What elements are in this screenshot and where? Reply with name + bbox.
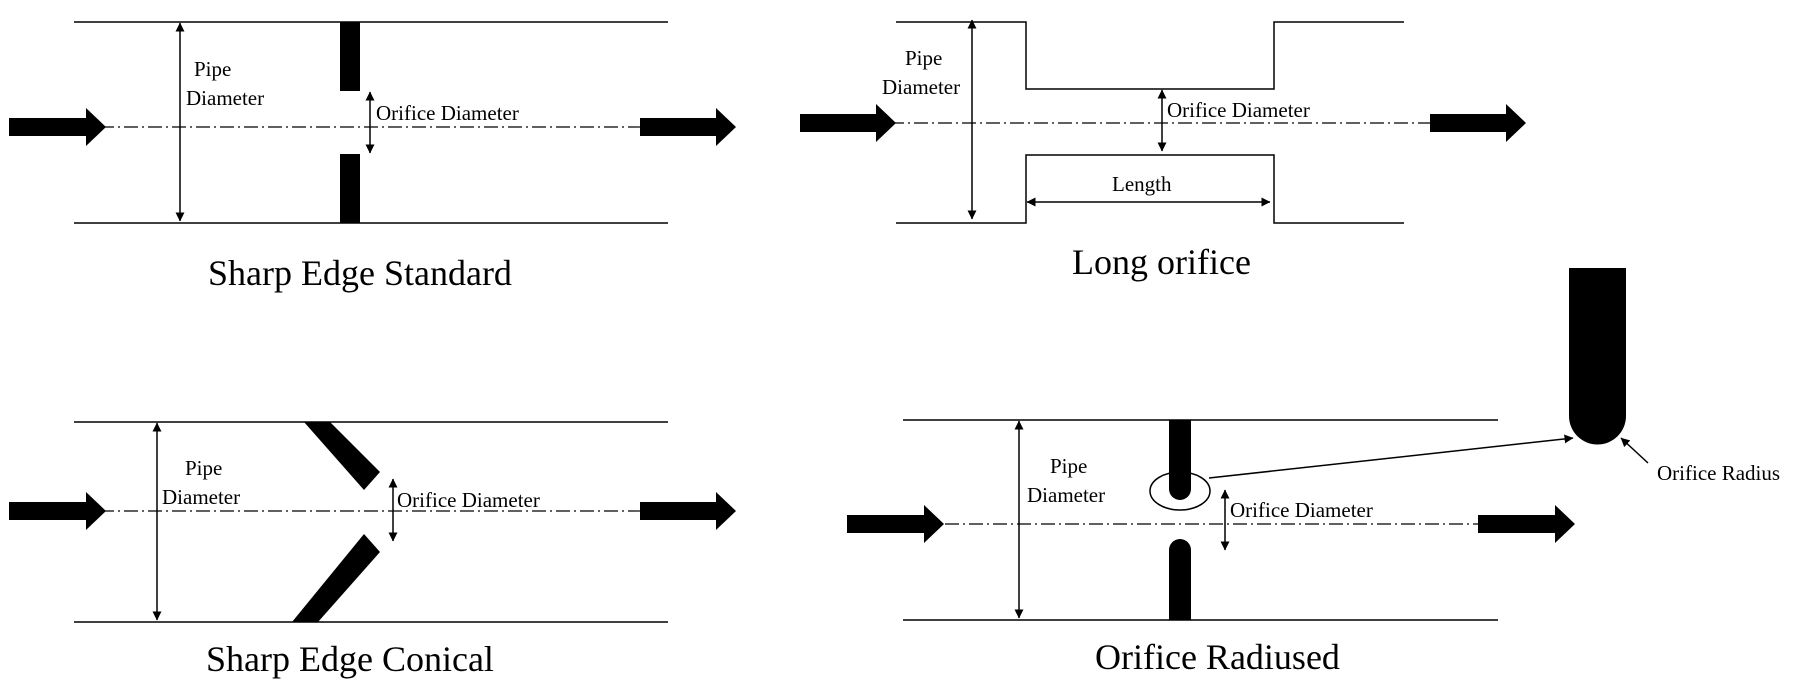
pipe-label-line1: Pipe (905, 46, 942, 70)
length-label: Length (1112, 172, 1172, 196)
orifice-diameter-label: Orifice Diameter (376, 101, 519, 125)
orifice-radius-leader (1620, 437, 1649, 464)
pipe-label-line1: Pipe (194, 57, 231, 81)
outlet-flow-arrow (1430, 104, 1526, 142)
conical-plate-lower (292, 534, 380, 622)
inlet-flow-arrow (9, 492, 106, 530)
outlet-flow-arrow (640, 108, 736, 146)
detail-callout-ellipse (1149, 471, 1211, 511)
pipe-bottom-wall (896, 154, 1404, 224)
inlet-flow-arrow (9, 108, 106, 146)
inlet-flow-arrow (847, 505, 944, 543)
pipe-label-line2: Diameter (186, 86, 264, 110)
outlet-flow-arrow (1478, 505, 1575, 543)
orifice-diameter-label: Orifice Diameter (397, 488, 540, 512)
pipe-label-line1: Pipe (1050, 454, 1087, 478)
inlet-flow-arrow (800, 104, 896, 142)
pipe-label-line2: Diameter (162, 485, 240, 509)
panel-title: Sharp Edge Standard (208, 253, 512, 293)
detail-leader-line (1208, 434, 1574, 479)
outlet-flow-arrow (640, 492, 736, 530)
radius-detail-enlarged (1569, 268, 1626, 445)
pipe-label-line1: Pipe (185, 456, 222, 480)
panel-orifice-radiused: Pipe Diameter Orifice Diameter Orifice R… (847, 268, 1780, 677)
panel-title: Sharp Edge Conical (206, 639, 494, 679)
panel-title: Orifice Radiused (1095, 637, 1340, 677)
panel-title: Long orifice (1072, 242, 1251, 282)
radiused-plate-lower (1169, 539, 1191, 620)
panel-sharp-edge-standard: Pipe Diameter Orifice Diameter Sharp Edg… (9, 21, 736, 293)
orifice-diameter-label: Orifice Diameter (1230, 498, 1373, 522)
panel-sharp-edge-conical: Pipe Diameter Orifice Diameter Sharp Edg… (9, 421, 736, 679)
pipe-label-line2: Diameter (1027, 483, 1105, 507)
orifice-plate-upper (340, 22, 360, 91)
orifice-plate-lower (340, 154, 360, 223)
conical-plate-upper (304, 422, 380, 490)
pipe-label-line2: Diameter (882, 75, 960, 99)
pipe-top-wall (896, 21, 1404, 90)
orifice-diameter-label: Orifice Diameter (1167, 98, 1310, 122)
orifice-radius-label: Orifice Radius (1657, 461, 1780, 485)
panel-long-orifice: Pipe Diameter Orifice Diameter Length Lo… (800, 19, 1526, 282)
radiused-plate-upper (1169, 420, 1191, 500)
